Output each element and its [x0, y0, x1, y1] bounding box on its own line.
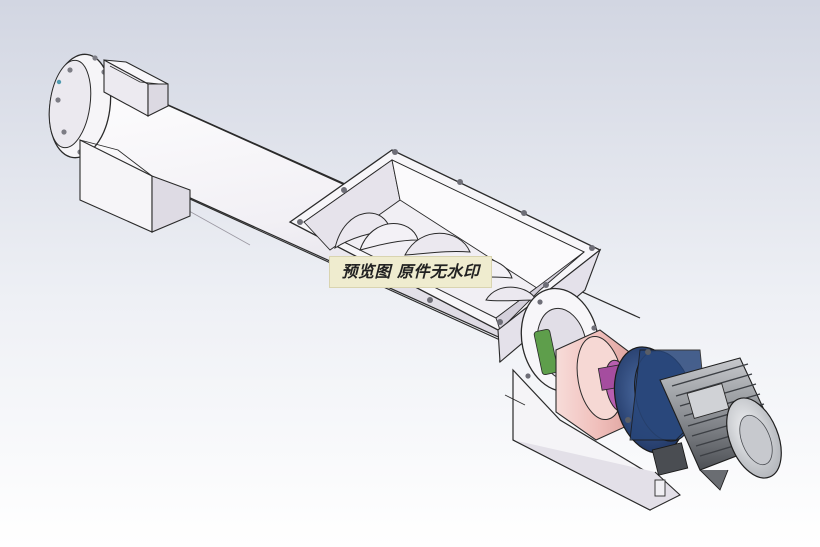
seal-ring [533, 328, 559, 376]
bolt-icon [92, 55, 98, 61]
electric-motor [659, 357, 782, 491]
watermark-label: 预览图 原件无水印 [329, 256, 492, 288]
motor-base-frame [512, 368, 681, 511]
bottom-discharge-chute [79, 139, 191, 233]
top-outlet-chute [103, 59, 169, 117]
end-flange-left [48, 53, 112, 159]
